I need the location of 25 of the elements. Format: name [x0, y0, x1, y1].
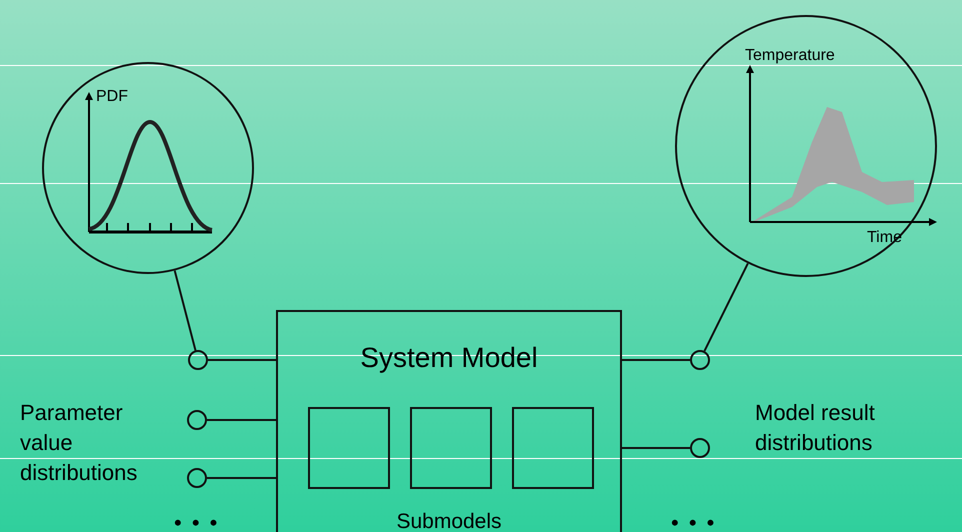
- connector-circle: [188, 350, 208, 370]
- axis-label: Temperature: [745, 47, 835, 65]
- ellipsis-dots: • • •: [174, 509, 220, 532]
- magnifier-circle: [42, 62, 254, 274]
- box-caption: Submodels: [395, 510, 503, 532]
- submodel-box: [308, 407, 390, 489]
- connector-circle: [690, 350, 710, 370]
- connector-circle: [690, 438, 710, 458]
- parameter-label: Parameter value distributions: [20, 399, 138, 487]
- connector-line: [622, 359, 690, 361]
- connector-circle: [187, 410, 207, 430]
- connector-line: [704, 262, 749, 352]
- magnifier-circle: [675, 15, 937, 277]
- connector-line: [622, 447, 690, 449]
- system-model-box: [276, 310, 622, 532]
- connector-line: [207, 477, 276, 479]
- submodel-box: [512, 407, 594, 489]
- axis-label: PDF: [96, 88, 128, 106]
- result-label: Model result distributions: [755, 399, 876, 457]
- connector-circle: [187, 468, 207, 488]
- submodel-box: [410, 407, 492, 489]
- connector-line: [174, 270, 196, 351]
- ellipsis-dots: • • •: [671, 509, 716, 532]
- connector-line: [208, 359, 276, 361]
- connector-line: [207, 419, 276, 421]
